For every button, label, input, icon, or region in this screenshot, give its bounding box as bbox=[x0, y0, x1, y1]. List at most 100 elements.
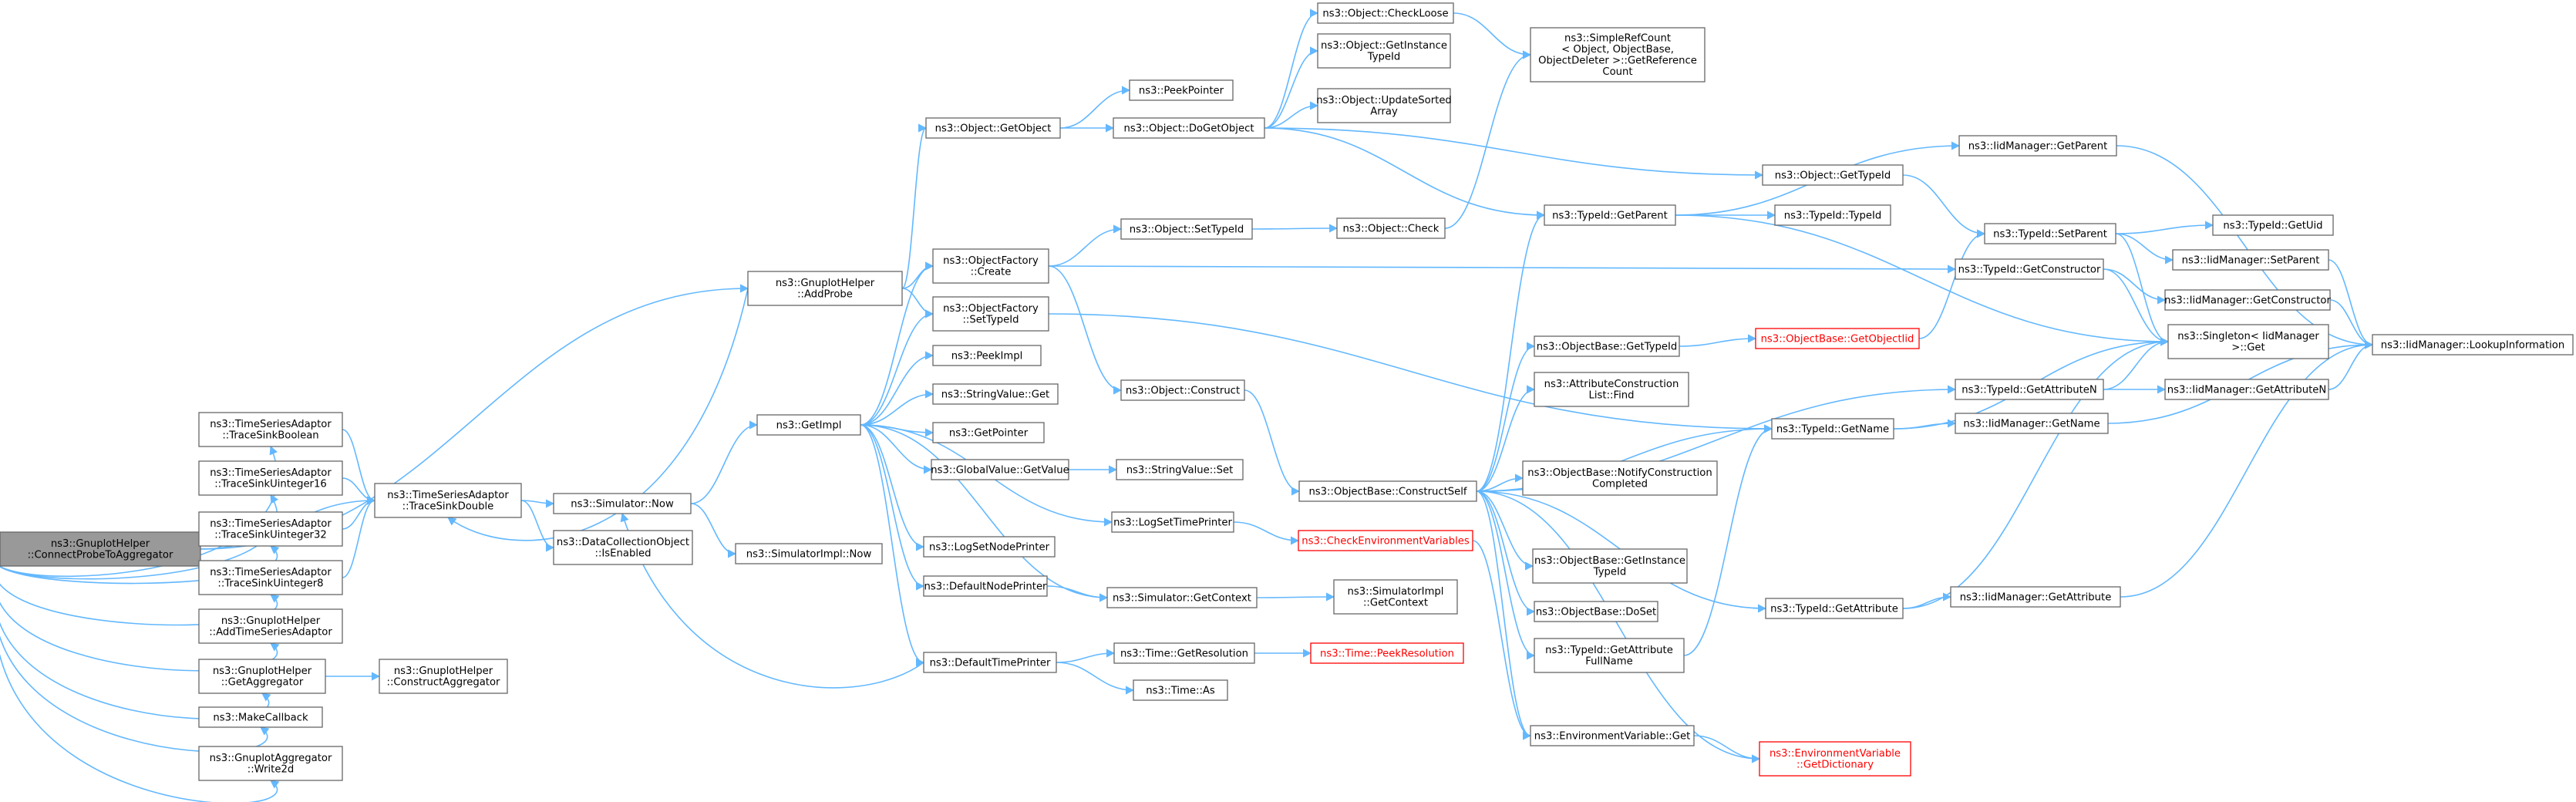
graph-node-n17[interactable]: ns3::ObjectFactory::Create bbox=[932, 248, 1049, 284]
graph-node-n48[interactable]: ns3::ObjectBase::NotifyConstructionCompl… bbox=[1522, 460, 1718, 496]
graph-node-n40[interactable]: ns3::ObjectBase::ConstructSelf bbox=[1298, 480, 1477, 502]
graph-node-n24[interactable]: ns3::LogSetNodePrinter bbox=[923, 536, 1056, 558]
graph-node-n54[interactable]: ns3::Object::GetTypeId bbox=[1762, 164, 1904, 186]
node-label: ns3::DataCollectionObject bbox=[557, 537, 689, 548]
edge-n33-n41 bbox=[1256, 592, 1335, 602]
graph-node-n20[interactable]: ns3::StringValue::Get bbox=[932, 383, 1059, 405]
graph-node-n50[interactable]: ns3::ObjectBase::DoSet bbox=[1534, 601, 1658, 622]
graph-node-n19[interactable]: ns3::PeekImpl bbox=[932, 345, 1042, 366]
graph-node-n33[interactable]: ns3::Simulator::GetContext bbox=[1106, 587, 1258, 608]
node-label: ns3::DefaultNodePrinter bbox=[924, 581, 1048, 592]
edge-n32-n52 bbox=[1472, 540, 1532, 740]
node-label: ::SetTypeId bbox=[962, 315, 1019, 326]
node-label: ns3::TimeSeriesAdaptor bbox=[387, 490, 509, 501]
node-label: ns3::ObjectBase::GetInstance bbox=[1534, 555, 1685, 567]
graph-node-n31[interactable]: ns3::StringValue::Set bbox=[1116, 459, 1244, 480]
graph-node-n43[interactable]: ns3::SimpleRefCount< Object, ObjectBase,… bbox=[1530, 27, 1706, 83]
graph-node-n18[interactable]: ns3::ObjectFactory::SetTypeId bbox=[932, 296, 1049, 332]
graph-node-n6[interactable]: ns3::GnuplotHelper::AddTimeSeriesAdaptor bbox=[198, 608, 343, 644]
graph-node-n45[interactable]: ns3::ObjectBase::GetTypeId bbox=[1534, 335, 1680, 357]
graph-node-n11[interactable]: ns3::GnuplotHelper::ConstructAggregator bbox=[379, 659, 508, 694]
graph-node-n53[interactable]: ns3::TypeId::TypeId bbox=[1774, 204, 1891, 226]
edge-n17-n29 bbox=[1048, 224, 1123, 267]
node-label: ns3::GnuplotHelper bbox=[394, 666, 493, 677]
graph-node-n65[interactable]: ns3::TypeId::GetUid bbox=[2212, 214, 2334, 236]
graph-node-n25[interactable]: ns3::DefaultNodePrinter bbox=[923, 575, 1048, 597]
edge-n64-n69 bbox=[2120, 340, 2374, 598]
graph-node-n16[interactable]: ns3::Object::GetObject bbox=[925, 117, 1061, 139]
node-box bbox=[1317, 2, 1454, 24]
edge-n5-n10 bbox=[342, 496, 376, 578]
node-label: ::Write2d bbox=[247, 764, 294, 776]
graph-node-n13[interactable]: ns3::DataCollectionObject::IsEnabled bbox=[553, 530, 693, 565]
graph-node-n59[interactable]: ns3::TypeId::SetParent bbox=[1984, 223, 2116, 244]
graph-node-n14[interactable]: ns3::GetImpl bbox=[756, 414, 861, 436]
node-label: TypeId bbox=[1367, 52, 1401, 63]
graph-node-n0[interactable]: ns3::GnuplotHelper::ConnectProbeToAggreg… bbox=[0, 531, 201, 567]
graph-node-n64[interactable]: ns3::IidManager::GetAttribute bbox=[1950, 586, 2121, 608]
graph-node-n10[interactable]: ns3::TimeSeriesAdaptor::TraceSinkDouble bbox=[374, 483, 522, 518]
graph-node-n44[interactable]: ns3::TypeId::GetParent bbox=[1544, 204, 1676, 226]
node-label: ns3::GlobalValue::GetValue bbox=[931, 464, 1069, 476]
graph-node-n35[interactable]: ns3::Time::As bbox=[1133, 679, 1228, 701]
edge-n40-n44 bbox=[1476, 211, 1546, 492]
node-label: ns3::ObjectFactory bbox=[943, 255, 1039, 267]
graph-node-n9[interactable]: ns3::GnuplotAggregator::Write2d bbox=[198, 746, 343, 781]
graph-node-n52[interactable]: ns3::EnvironmentVariable::Get bbox=[1530, 725, 1695, 746]
graph-node-n8[interactable]: ns3::MakeCallback bbox=[198, 706, 323, 728]
graph-node-n32[interactable]: ns3::CheckEnvironmentVariables bbox=[1298, 530, 1473, 551]
graph-node-n60[interactable]: ns3::TypeId::GetConstructor bbox=[1955, 258, 2104, 280]
node-box bbox=[1333, 579, 1458, 615]
graph-node-n57[interactable]: ns3::EnvironmentVariable::GetDictionary bbox=[1759, 741, 1911, 777]
graph-node-n61[interactable]: ns3::Singleton< IidManager >::Get bbox=[2167, 324, 2329, 359]
edge-n52-n57 bbox=[1693, 735, 1761, 763]
graph-node-n23[interactable]: ns3::LogSetTimePrinter bbox=[1111, 511, 1234, 533]
graph-node-n67[interactable]: ns3::IidManager::GetConstructor bbox=[2164, 289, 2331, 311]
graph-node-n41[interactable]: ns3::SimulatorImpl::GetContext bbox=[1333, 579, 1458, 615]
graph-node-n36[interactable]: ns3::Object::CheckLoose bbox=[1317, 2, 1454, 24]
graph-node-n62[interactable]: ns3::TypeId::GetAttributeN bbox=[1955, 379, 2104, 400]
graph-node-n21[interactable]: ns3::GetPointer bbox=[932, 422, 1045, 443]
graph-node-n12[interactable]: ns3::Simulator::Now bbox=[553, 493, 692, 514]
graph-node-n69[interactable]: ns3::IidManager::LookupInformation bbox=[2372, 334, 2574, 356]
graph-node-n7[interactable]: ns3::GnuplotHelper::GetAggregator bbox=[198, 659, 326, 694]
graph-node-n56[interactable]: ns3::TypeId::GetAttribute bbox=[1765, 598, 1904, 619]
node-box bbox=[1530, 27, 1706, 83]
graph-node-n39[interactable]: ns3::Object::Check bbox=[1336, 217, 1446, 239]
graph-node-n27[interactable]: ns3::PeekPointer bbox=[1129, 79, 1234, 101]
graph-node-n63[interactable]: ns3::IidManager::GetName bbox=[1955, 413, 2109, 434]
graph-node-n66[interactable]: ns3::IidManager::SetParent bbox=[2172, 249, 2329, 271]
node-label: ns3::TimeSeriesAdaptor bbox=[210, 419, 332, 430]
graph-node-n42[interactable]: ns3::Time::PeekResolution bbox=[1310, 642, 1464, 664]
edge-n28-n38 bbox=[1264, 101, 1319, 129]
graph-node-n68[interactable]: ns3::IidManager::GetAttributeN bbox=[2164, 379, 2329, 400]
node-box bbox=[198, 659, 326, 694]
graph-node-n2[interactable]: ns3::TimeSeriesAdaptor::TraceSinkBoolean bbox=[198, 412, 343, 447]
graph-node-n30[interactable]: ns3::Object::Construct bbox=[1120, 379, 1245, 401]
graph-node-n55[interactable]: ns3::ObjectBase::GetObjectIid bbox=[1755, 328, 1920, 349]
graph-node-n47[interactable]: ns3::TypeId::GetName bbox=[1771, 418, 1894, 440]
edge-n26-n34 bbox=[1056, 649, 1116, 663]
node-box bbox=[553, 530, 693, 565]
graph-node-n4[interactable]: ns3::TimeSeriesAdaptor::TraceSinkUintege… bbox=[198, 511, 343, 547]
node-label: ns3::PeekPointer bbox=[1139, 85, 1224, 96]
edge-n14-n26 bbox=[860, 424, 925, 667]
graph-node-n34[interactable]: ns3::Time::GetResolution bbox=[1113, 642, 1255, 664]
graph-node-n28[interactable]: ns3::Object::DoGetObject bbox=[1113, 117, 1265, 139]
graph-node-n5[interactable]: ns3::TimeSeriesAdaptor::TraceSinkUintege… bbox=[198, 560, 343, 595]
graph-node-n15[interactable]: ns3::SimulatorImpl::Now bbox=[735, 543, 883, 564]
graph-node-n29[interactable]: ns3::Object::SetTypeId bbox=[1120, 218, 1253, 240]
graph-node-n58[interactable]: ns3::IidManager::GetParent bbox=[1958, 135, 2117, 157]
graph-node-n26[interactable]: ns3::DefaultTimePrinter bbox=[923, 652, 1057, 673]
graph-node-n3[interactable]: ns3::TimeSeriesAdaptor::TraceSinkUintege… bbox=[198, 460, 343, 496]
graph-node-n22[interactable]: ns3::GlobalValue::GetValue bbox=[931, 459, 1069, 480]
node-label: ns3::IidManager::GetAttribute bbox=[1960, 591, 2112, 603]
graph-node-n1[interactable]: ns3::GnuplotHelper::AddProbe bbox=[747, 271, 903, 306]
node-label: ns3::Singleton< IidManager bbox=[2177, 331, 2319, 342]
node-label: ns3::Simulator::Now bbox=[571, 498, 674, 510]
